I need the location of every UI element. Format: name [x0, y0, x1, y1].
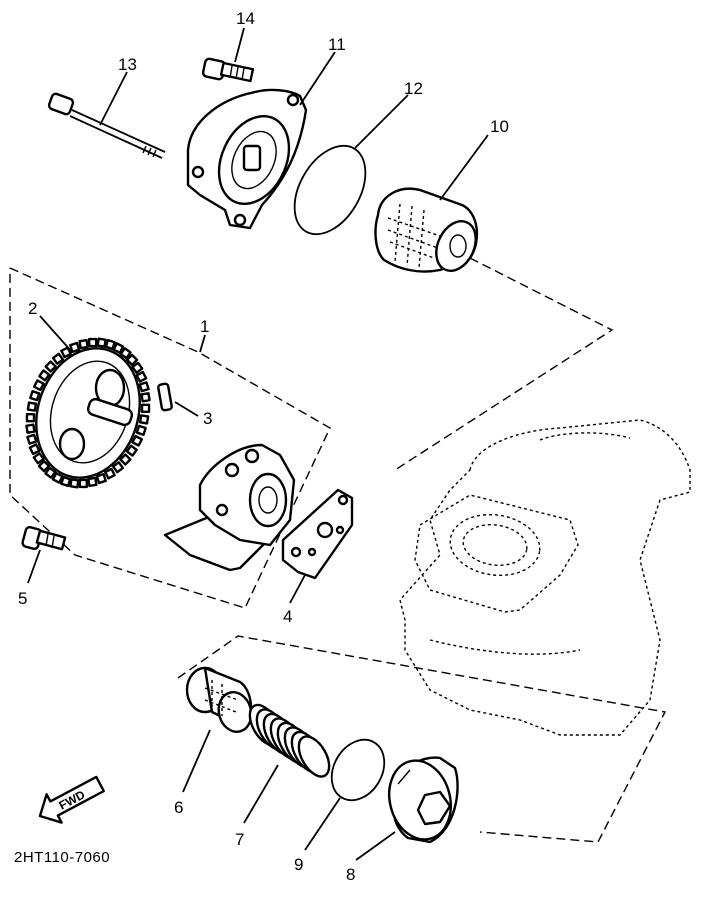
leader-line-1 — [199, 334, 206, 353]
leader-line-7 — [243, 764, 279, 824]
callout-1: 1 — [200, 317, 209, 336]
callout-12: 12 — [404, 79, 423, 98]
crankcase-outline — [399, 419, 691, 736]
callout-7: 7 — [235, 830, 244, 849]
leader-line-4 — [289, 574, 306, 604]
leader-line-5 — [27, 549, 41, 584]
callout-4: 4 — [283, 607, 292, 626]
callout-10: 10 — [490, 117, 509, 136]
drawing-code: 2HT110-7060 — [14, 849, 110, 866]
callout-5: 5 — [18, 589, 27, 608]
leader-line-3 — [174, 401, 199, 417]
gasket-plate-part — [281, 488, 354, 580]
pump-drive-gear-part — [25, 337, 151, 489]
oil-filter-element-part — [374, 187, 479, 273]
o-ring-part — [293, 144, 367, 236]
callout-6: 6 — [174, 798, 183, 817]
filter-cover-part — [186, 88, 308, 230]
leader-line-13 — [99, 71, 128, 126]
callout-14: 14 — [236, 9, 255, 28]
long-bolt-part — [47, 92, 166, 159]
leader-line-8 — [355, 831, 396, 861]
leader-line-2 — [39, 315, 73, 353]
leader-line-11 — [299, 51, 336, 106]
callout-9: 9 — [294, 855, 303, 874]
compression-spring-part — [248, 703, 331, 778]
callout-8: 8 — [346, 865, 355, 884]
filter-to-crankcase-outline — [394, 257, 614, 471]
forward-arrow-icon: FWD — [38, 775, 105, 824]
leader-line-9 — [304, 797, 341, 851]
callout-2: 2 — [28, 299, 37, 318]
callout-13: 13 — [118, 55, 137, 74]
oil-strainer-part — [185, 666, 253, 733]
leader-line-10 — [439, 134, 489, 201]
drain-plug-part — [388, 756, 459, 844]
oil-pump-body-part — [163, 443, 296, 572]
leader-line-14 — [234, 27, 245, 63]
leader-line-6 — [182, 729, 211, 793]
callout-3: 3 — [203, 409, 212, 428]
dowel-pin-part — [157, 382, 173, 412]
strainer-group-outline — [177, 635, 667, 843]
screw-part — [21, 525, 67, 551]
short-bolt-part — [201, 57, 255, 83]
drain-o-ring-part — [330, 738, 386, 802]
callout-11: 11 — [328, 35, 346, 54]
leader-line-12 — [354, 94, 409, 149]
